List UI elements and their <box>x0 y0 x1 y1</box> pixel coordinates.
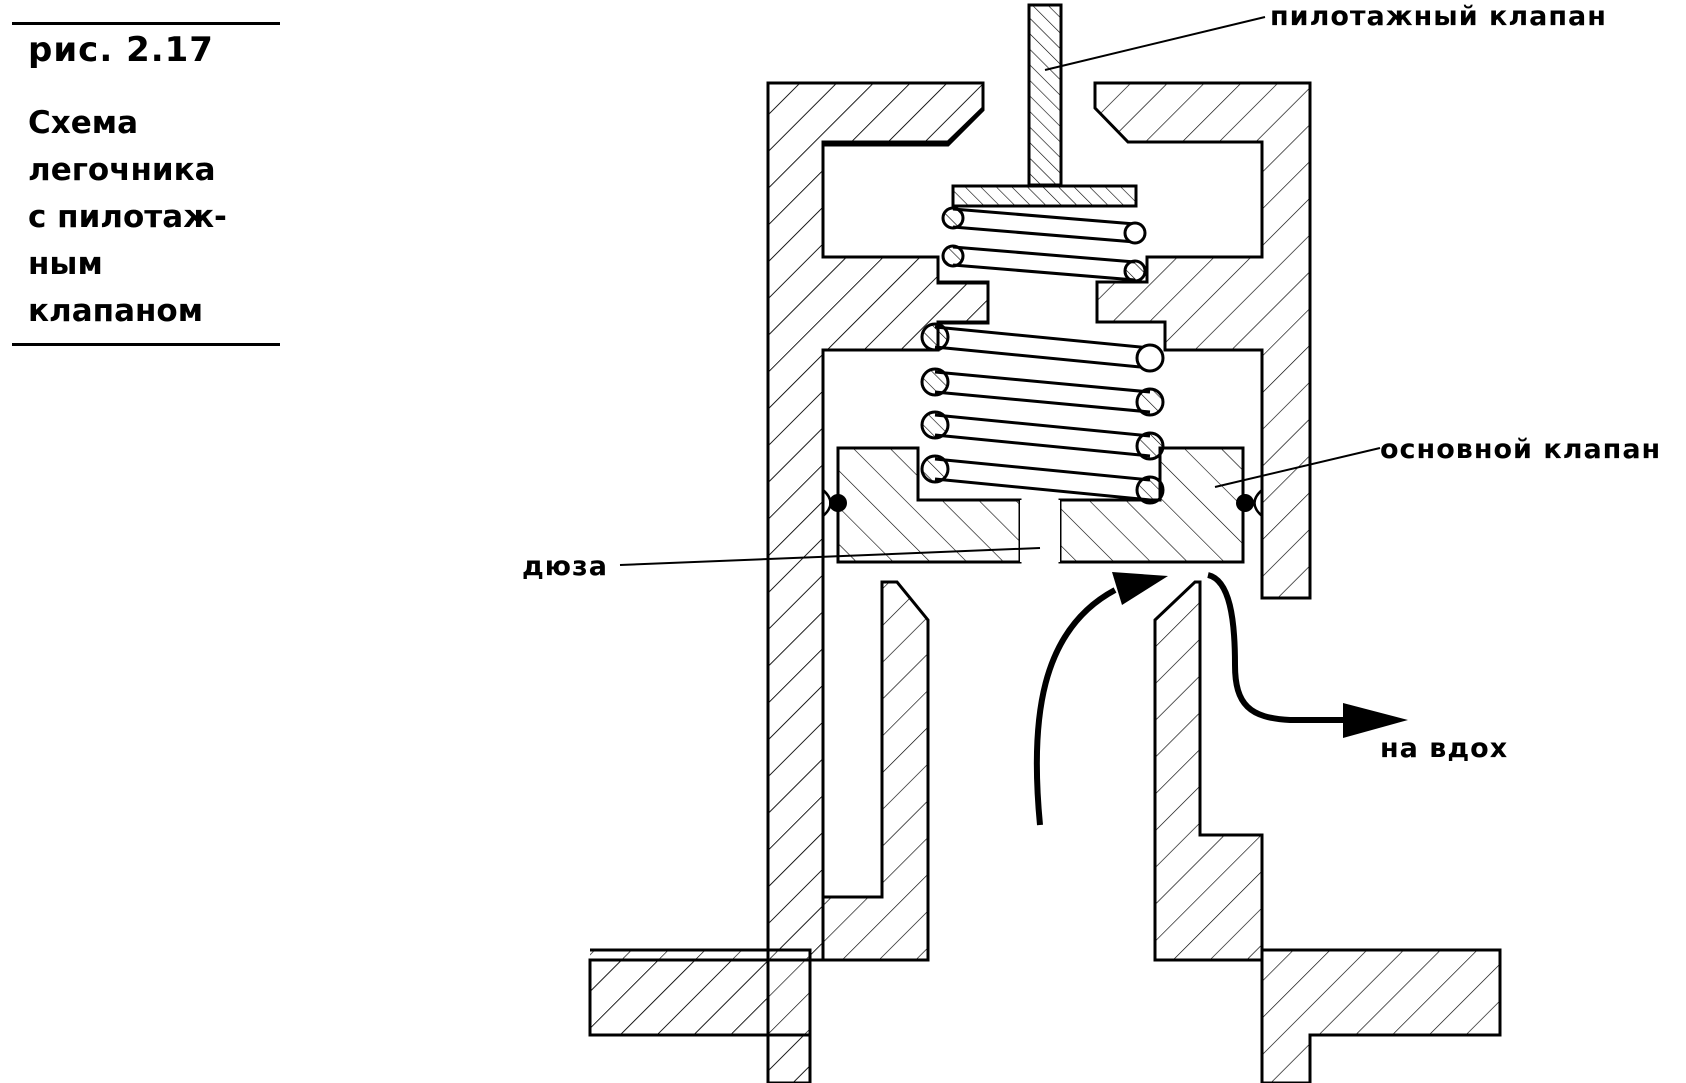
nozzle-leader <box>619 547 1041 566</box>
nozzle-gap <box>1020 500 1060 562</box>
caption-top-rule <box>12 22 280 25</box>
figure-number: рис. 2.17 <box>28 30 214 70</box>
inlet-flange-left <box>590 948 812 1083</box>
main-valve-right-block <box>1058 446 1245 564</box>
nozzle-label: дюза <box>522 551 608 582</box>
pilot-valve-plate <box>951 184 1138 208</box>
pilot-valve-leader <box>1044 16 1266 71</box>
housing-right-inner-channel <box>1153 580 1264 962</box>
outflow-arrow <box>1206 572 1350 723</box>
inflow-arrow-head <box>1112 572 1168 605</box>
figure-title-line-3: с пилотаж- <box>28 199 227 235</box>
pilot-spring <box>941 206 1147 283</box>
figure-title-line-4: ным <box>28 246 103 282</box>
main-valve-leader <box>1214 447 1381 488</box>
housing-right-outer <box>1093 81 1312 600</box>
figure-title-line-5: клапаном <box>28 293 204 329</box>
outlet-flange-right <box>1260 948 1502 1083</box>
figure-title: Схема легочника с пилотаж- ным клапаном <box>28 100 227 335</box>
pilot-valve-label: пилотажный клапан <box>1270 1 1607 32</box>
inhale-label: на вдох <box>1380 733 1508 764</box>
figure-title-line-1: Схема <box>28 105 139 141</box>
caption-bottom-rule <box>12 343 280 346</box>
o-ring-left <box>829 494 847 512</box>
main-spring <box>916 322 1165 505</box>
outflow-arrow-head <box>1343 703 1408 738</box>
o-ring-right <box>1236 494 1254 512</box>
figure-title-line-2: легочника <box>28 152 216 188</box>
main-valve-label: основной клапан <box>1380 434 1661 465</box>
pilot-valve-stem <box>1027 3 1063 187</box>
housing-left-outer <box>766 81 990 962</box>
inflow-arrow <box>1033 587 1117 826</box>
housing-left-inner-channel <box>821 580 930 962</box>
